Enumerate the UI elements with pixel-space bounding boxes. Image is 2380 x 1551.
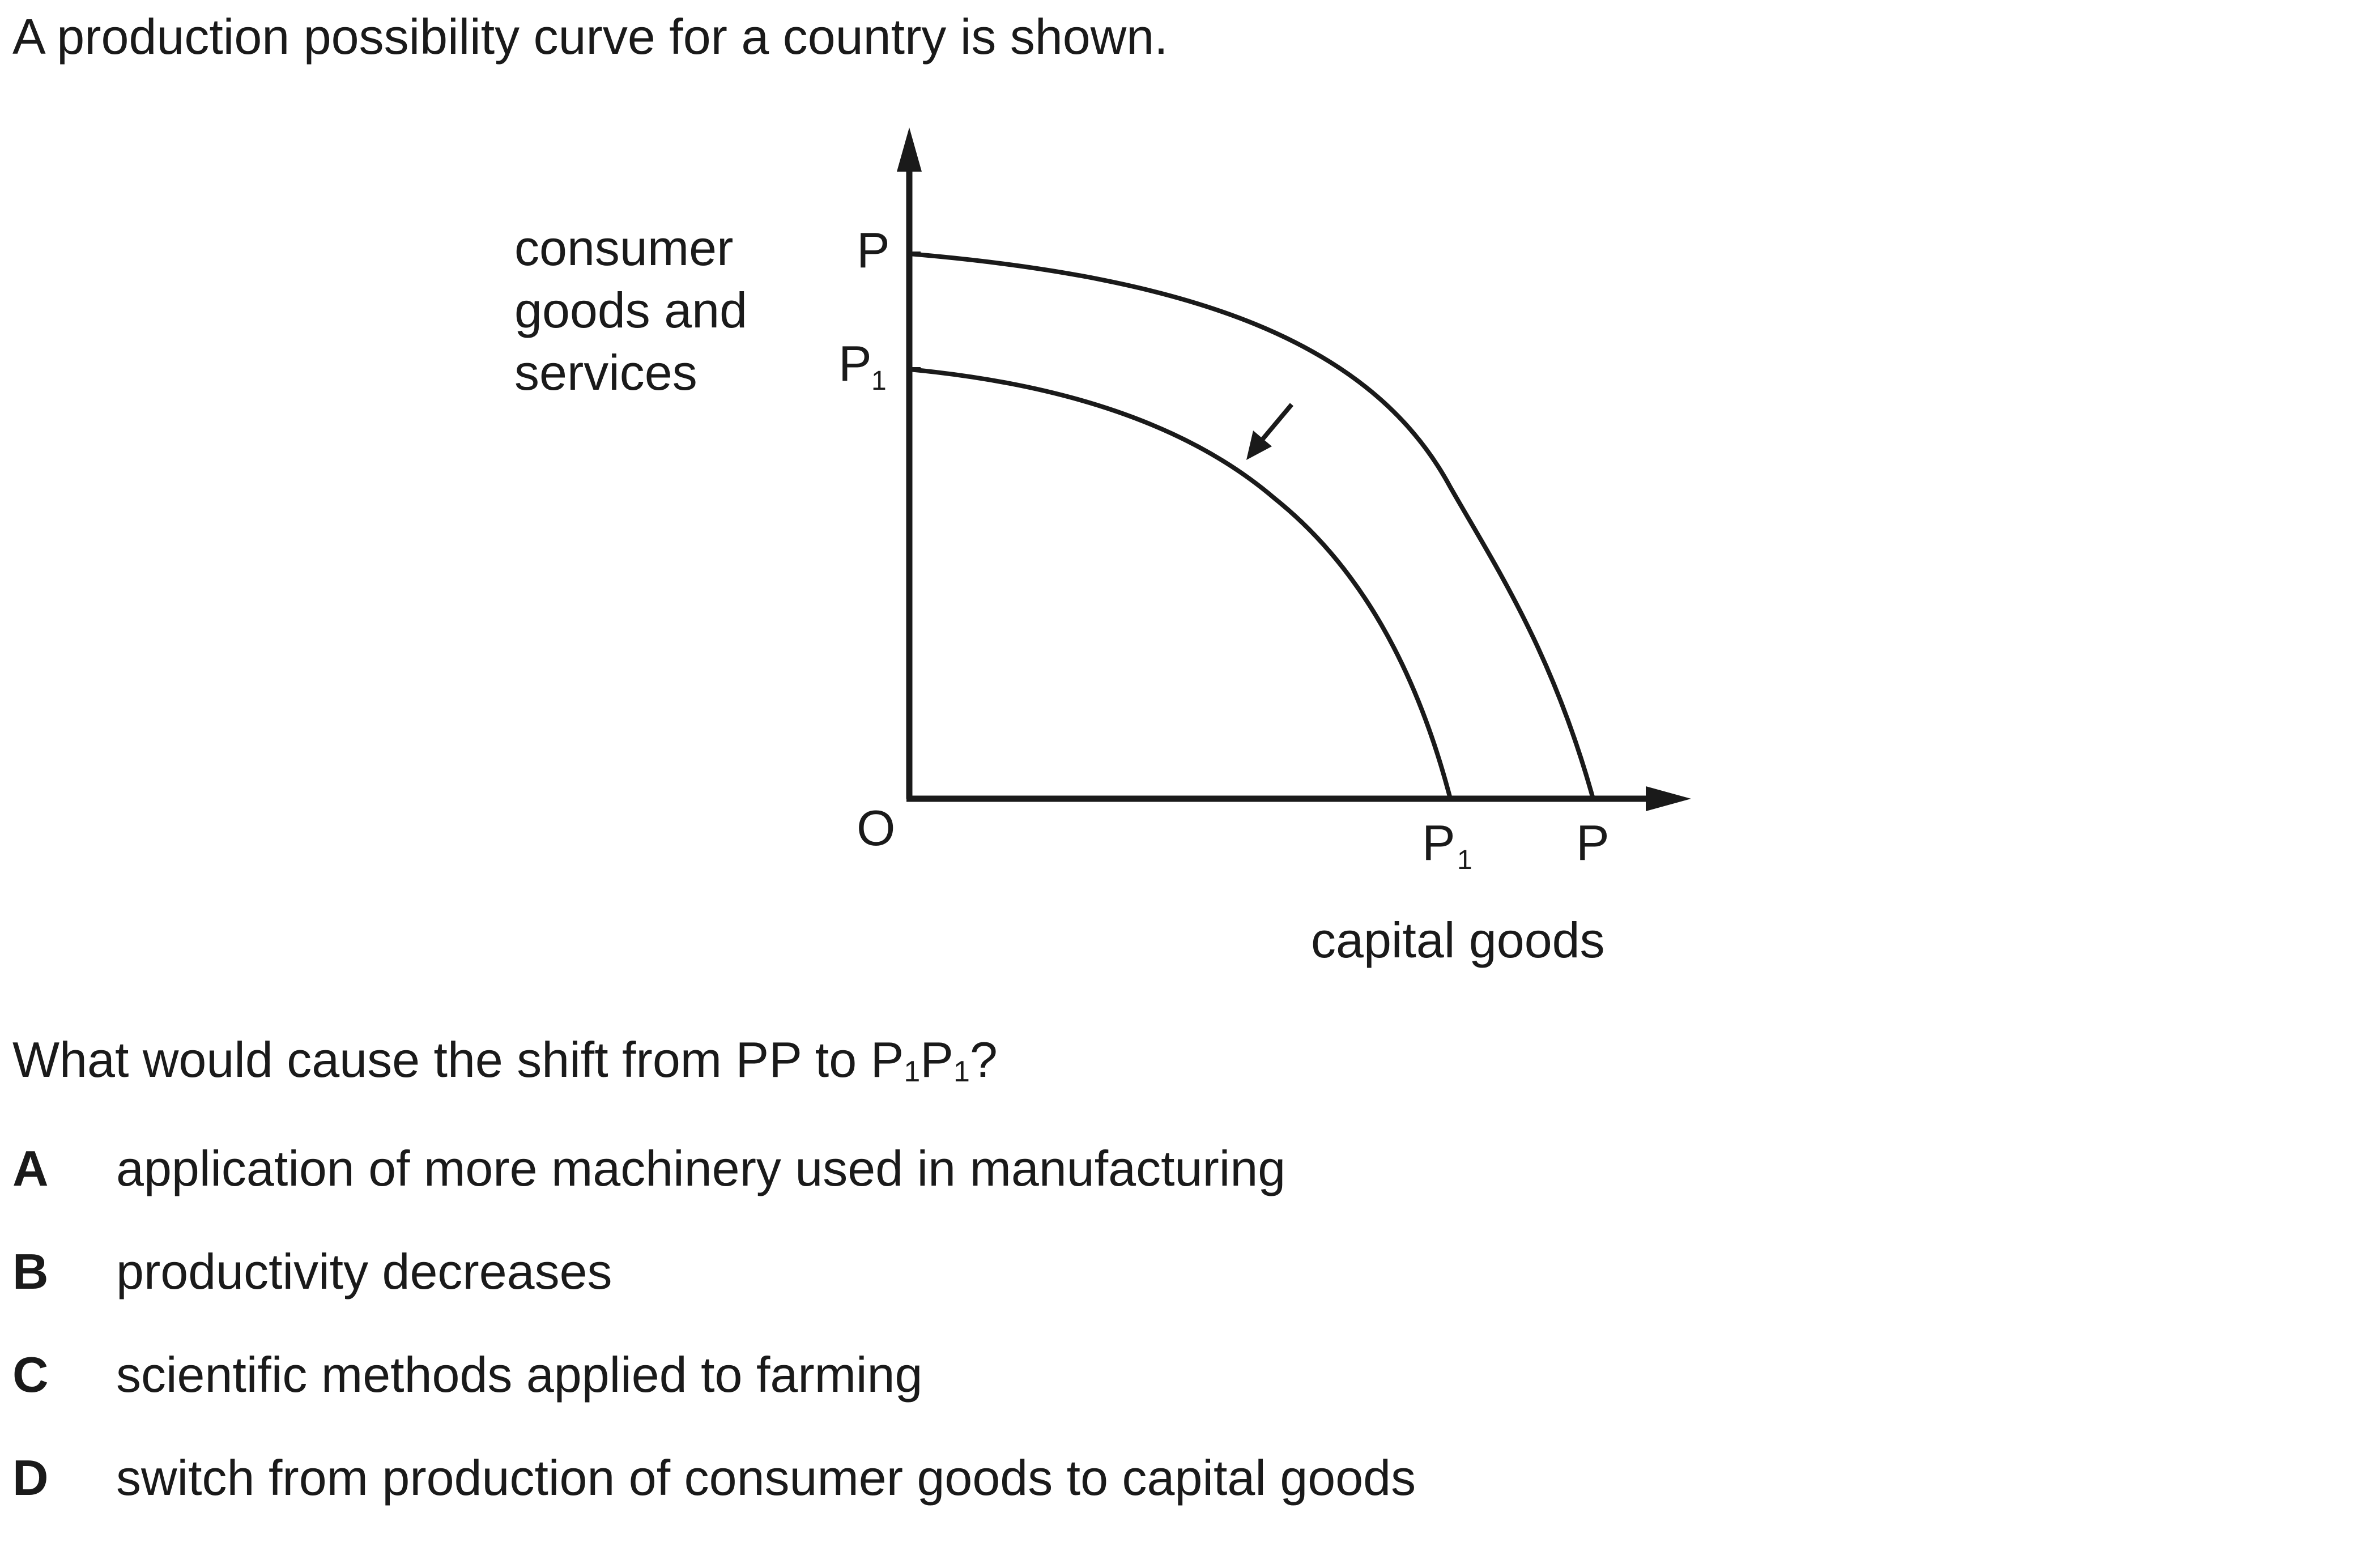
x-label-p1-sub: 1 — [1457, 845, 1472, 875]
x-label-p: P — [1576, 815, 1610, 871]
shift-arrowhead — [1246, 431, 1272, 460]
option-a[interactable]: A application of more machinery used in … — [12, 1139, 1416, 1242]
answer-options: A application of more machinery used in … — [12, 1139, 1416, 1551]
option-c-text: scientific methods applied to farming — [116, 1347, 923, 1403]
y-axis-label-line-3: services — [514, 344, 697, 400]
y-label-p1-main: P — [838, 335, 872, 391]
question-suffix: ? — [969, 1032, 998, 1088]
origin-label: O — [857, 800, 895, 856]
question-sub-2: 1 — [953, 1055, 970, 1088]
curve-pp — [909, 252, 1595, 800]
question-sub-1: 1 — [904, 1055, 921, 1088]
option-a-text: application of more machinery used in ma… — [116, 1140, 1286, 1196]
x-axis-label: capital goods — [1311, 912, 1605, 968]
question-prefix: What would cause the shift from PP to P — [12, 1032, 904, 1088]
option-b-letter: B — [12, 1243, 49, 1299]
option-c-letter: C — [12, 1347, 49, 1403]
option-c[interactable]: C scientific methods applied to farming — [12, 1345, 1416, 1448]
y-axis-label-line-2: goods and — [514, 282, 747, 338]
option-b-text: productivity decreases — [116, 1243, 612, 1299]
option-b[interactable]: B productivity decreases — [12, 1242, 1416, 1345]
curve-p1p1 — [909, 367, 1453, 800]
option-d-text: switch from production of consumer goods… — [116, 1450, 1416, 1506]
option-a-letter: A — [12, 1140, 49, 1196]
option-d-letter: D — [12, 1450, 49, 1506]
production-possibility-diagram: consumer goods and services P P 1 O P 1 … — [514, 127, 1691, 968]
question-middle: P — [920, 1032, 953, 1088]
question-text: What would cause the shift from PP to P1… — [12, 1030, 998, 1090]
y-axis-label-line-1: consumer — [514, 220, 733, 276]
x-label-p1-main: P — [1422, 815, 1455, 871]
option-d[interactable]: D switch from production of consumer goo… — [12, 1448, 1416, 1551]
y-label-p1-sub: 1 — [871, 366, 887, 396]
question-intro: A production possibility curve for a cou… — [12, 8, 1168, 65]
x-axis-arrowhead — [1646, 786, 1691, 811]
y-label-p: P — [857, 222, 890, 278]
y-axis-arrowhead — [897, 127, 922, 172]
